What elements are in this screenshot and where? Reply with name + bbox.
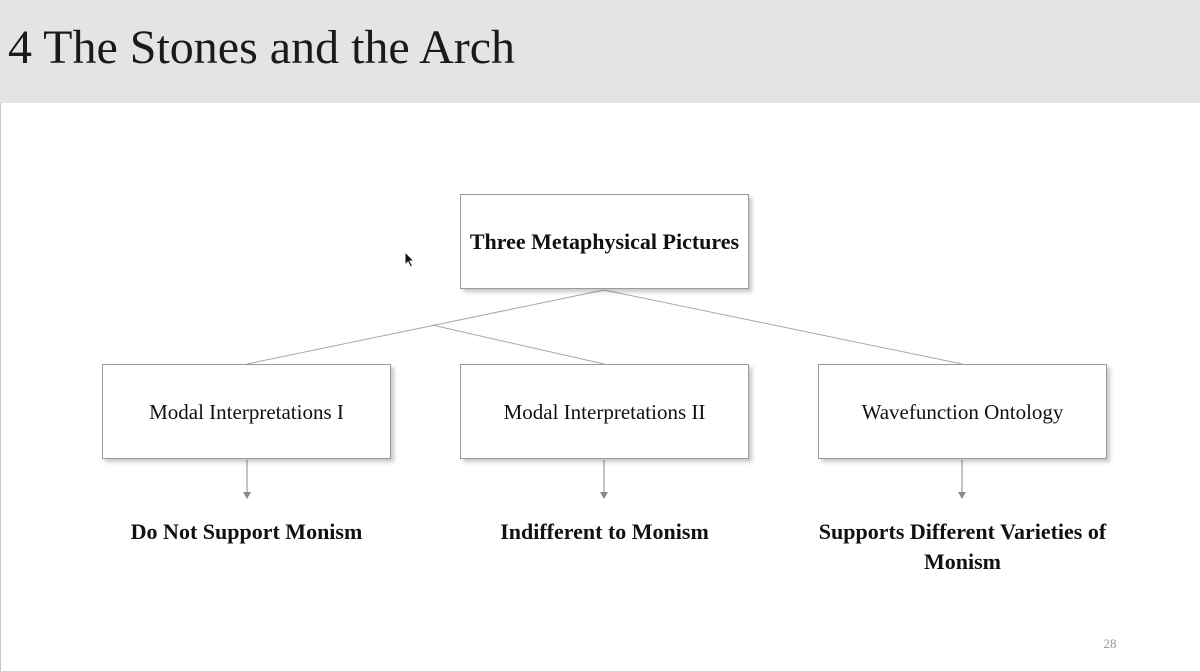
root-label: Three Metaphysical Pictures: [469, 228, 740, 254]
slide-title: 4 The Stones and the Arch: [8, 21, 516, 74]
mouse-pointer-icon: [404, 251, 416, 268]
interpretation-box-wavefunction: Wavefunction Ontology: [818, 364, 1107, 459]
root-box: Three Metaphysical Pictures: [460, 194, 749, 289]
connector-to-box-2: [431, 324, 605, 365]
outcome-label-1: Do Not Support Monism: [130, 519, 363, 544]
arrowhead-3: [958, 492, 966, 499]
interpretation-label: Modal Interpretations I: [149, 399, 344, 424]
page-number: 28: [1103, 636, 1117, 651]
slide-header: 4 The Stones and the Arch: [0, 0, 1200, 103]
slide-left-border: [0, 103, 1, 671]
arrowhead-2: [600, 492, 608, 499]
interpretation-box-modal-2: Modal Interpretations II: [460, 364, 749, 459]
connector-root-to-box-1: [246, 289, 605, 365]
interpretation-label: Wavefunction Ontology: [861, 399, 1064, 424]
interpretation-label: Modal Interpretations II: [503, 399, 706, 424]
interpretation-box-modal-1: Modal Interpretations I: [102, 364, 391, 459]
outcome-label-3: Supports Different Varieties of Monism: [818, 519, 1107, 574]
connector-root-to-box-3: [603, 289, 963, 365]
outcome-label-2: Indifferent to Monism: [500, 519, 709, 544]
arrowhead-1: [243, 492, 251, 499]
